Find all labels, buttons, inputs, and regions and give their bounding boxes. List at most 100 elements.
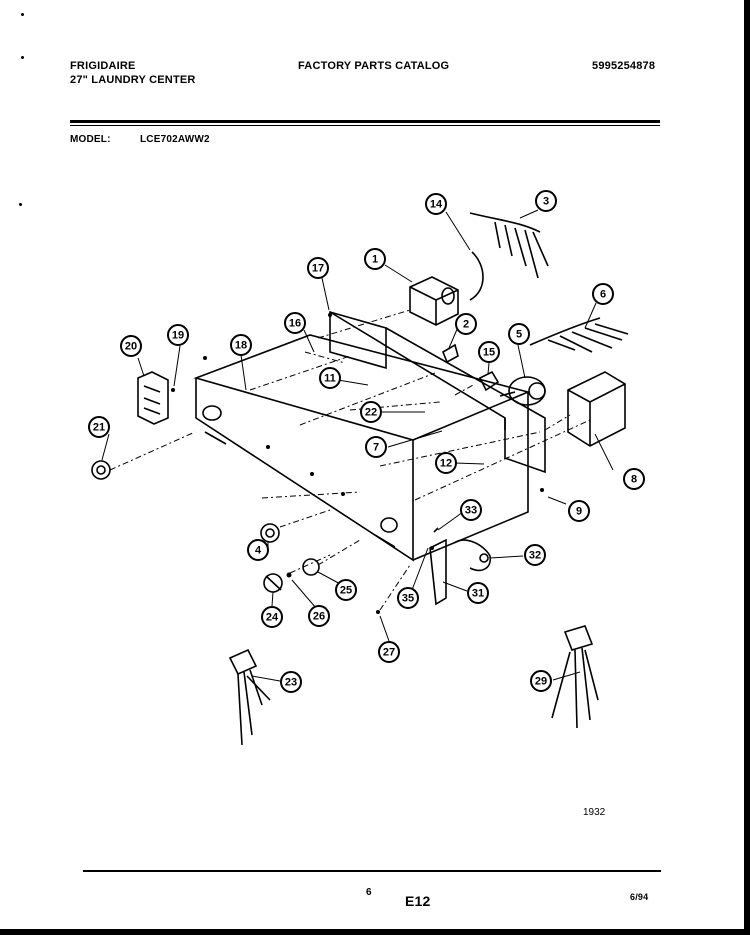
svg-text:24: 24 [266,612,279,624]
knob-4 [260,523,280,543]
product-name: 27" LAUNDRY CENTER [70,74,196,86]
section-code: E12 [405,893,431,909]
catalog-title: FACTORY PARTS CATALOG [298,60,450,72]
callout-11: 11 [319,367,341,389]
callout-16: 16 [284,312,306,334]
model-number: LCE702AWW2 [140,134,210,145]
svg-text:19: 19 [172,330,184,342]
svg-text:7: 7 [373,442,379,454]
console-panel [193,334,531,562]
callout-8: 8 [623,468,645,490]
callout-24: 24 [261,606,283,628]
svg-text:3: 3 [543,196,549,208]
selector-switch [137,371,169,425]
callout-group: 1234567891112141516171819202122232425262… [88,190,645,693]
svg-text:16: 16 [289,318,301,330]
wire-harness-29 [551,625,599,729]
callout-33: 33 [460,499,482,521]
callout-7: 7 [365,436,387,458]
svg-text:9: 9 [576,506,582,518]
callout-23: 23 [280,671,302,693]
callout-27: 27 [378,641,400,663]
svg-text:5: 5 [516,329,522,341]
bracket-31 [429,538,447,606]
svg-text:12: 12 [440,458,452,470]
figure-number: 1932 [583,807,606,818]
callout-19: 19 [167,324,189,346]
svg-text:8: 8 [631,474,637,486]
svg-text:22: 22 [365,407,377,419]
callout-20: 20 [120,335,142,357]
leader-lines [101,209,614,682]
catalog-number: 5995254878 [592,60,656,72]
header-rule-thin [70,125,660,126]
callout-29: 29 [530,670,552,692]
callout-4: 4 [247,539,269,561]
svg-text:29: 29 [535,676,547,688]
knob-24 [263,573,283,593]
ground-wire [469,251,484,301]
wire-clip [442,343,459,364]
timer-motor [499,376,546,406]
svg-text:26: 26 [313,611,325,623]
svg-text:20: 20 [125,341,137,353]
callout-3: 3 [535,190,557,212]
svg-text:14: 14 [430,199,443,211]
callout-32: 32 [524,544,546,566]
panel-knob-hole [380,517,398,533]
transformer-box [567,371,626,447]
svg-text:31: 31 [472,588,484,600]
switch-32 [453,539,492,572]
svg-text:25: 25 [340,585,352,597]
callout-21: 21 [88,416,110,438]
callout-35: 35 [397,587,419,609]
screw-27 [376,610,380,614]
clip-35 [430,546,434,550]
scan-speck [21,56,24,59]
svg-text:32: 32 [529,550,541,562]
callout-18: 18 [230,334,252,356]
svg-text:15: 15 [483,347,495,359]
callout-1: 1 [364,248,386,270]
pin-33 [433,527,439,533]
svg-text:35: 35 [402,593,414,605]
callout-12: 12 [435,452,457,474]
svg-text:11: 11 [324,373,336,385]
svg-text:27: 27 [383,647,395,659]
callout-14: 14 [425,193,447,215]
footer-date: 6/94 [630,892,649,902]
svg-text:6: 6 [600,289,606,301]
callout-2: 2 [455,313,477,335]
page-number: 6 [366,887,372,898]
svg-text:23: 23 [285,677,297,689]
page-border-right [744,0,750,935]
assembly-lines [109,309,591,611]
svg-text:1: 1 [372,254,378,266]
header-rule-thick [70,120,660,123]
svg-text:4: 4 [255,545,262,557]
callout-31: 31 [467,582,489,604]
callout-25: 25 [335,579,357,601]
svg-text:21: 21 [93,422,105,434]
page-border-bottom [0,929,750,935]
brand-name: FRIGIDAIRE [70,60,136,72]
callout-15: 15 [478,341,500,363]
wire-harness-23 [228,648,271,746]
callout-26: 26 [308,605,330,627]
wire-harness-3 [469,212,549,279]
callout-17: 17 [307,257,329,279]
svg-text:33: 33 [465,505,477,517]
model-label: MODEL: [70,134,111,145]
svg-text:2: 2 [463,319,469,331]
rear-bracket [328,310,546,474]
knob-21 [91,460,111,480]
callout-22: 22 [360,401,382,423]
footer-rule [83,870,661,872]
wire-harness-6 [529,317,629,353]
callout-6: 6 [592,283,614,305]
callout-5: 5 [508,323,530,345]
callout-9: 9 [568,500,590,522]
scan-speck [19,203,22,206]
svg-text:18: 18 [235,340,247,352]
